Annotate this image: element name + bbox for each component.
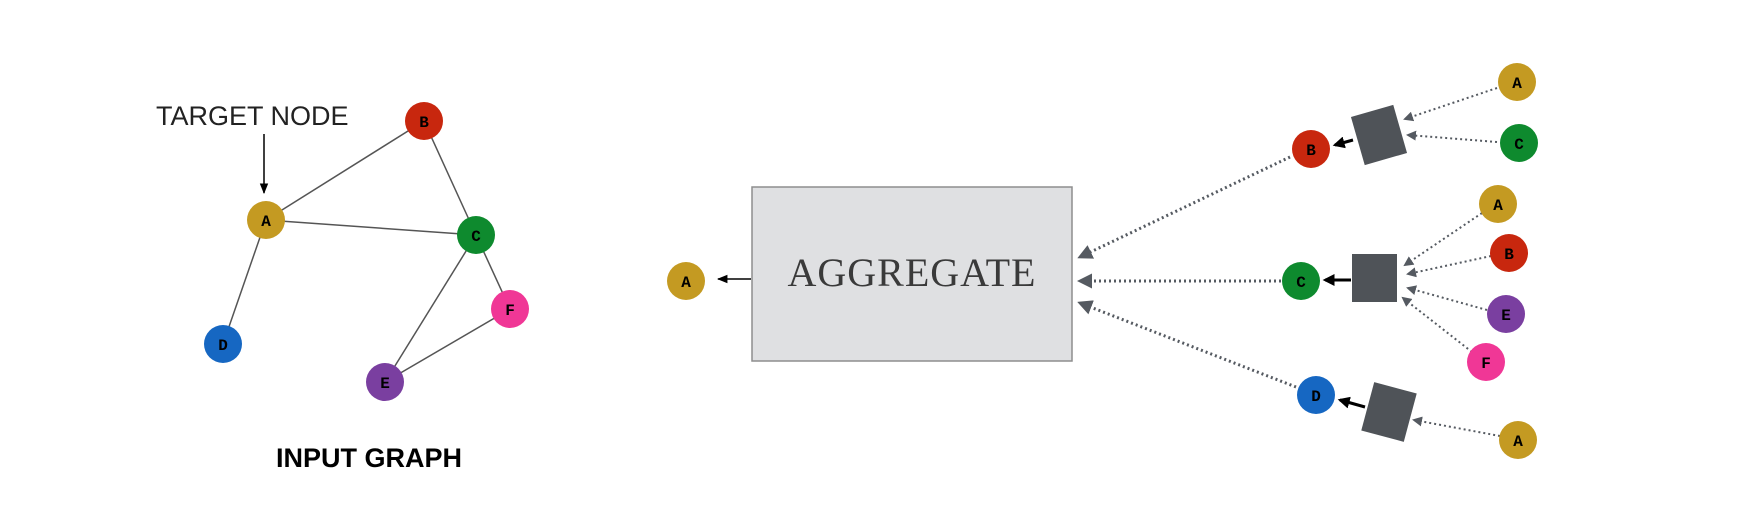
hop1-node-d: D <box>1297 376 1335 414</box>
graph-node-c-circle <box>457 216 495 254</box>
hop2-node-a-3-label: A <box>1513 433 1523 451</box>
solid-arrow-box-to-d <box>1337 396 1366 409</box>
input-graph-title: INPUT GRAPH <box>276 443 462 473</box>
hop2-node-b-2-label: B <box>1504 246 1514 264</box>
output-node-a-circle <box>667 262 705 300</box>
graph-node-a-label: A <box>261 213 271 231</box>
graph-node-b-circle <box>405 102 443 140</box>
solid-arrow-box-to-b <box>1332 136 1354 149</box>
dotted-arrow-b-to-box-c <box>1406 255 1492 278</box>
hop2-node-a-1-label: A <box>1512 75 1522 93</box>
graph-edge-e-f <box>384 308 511 383</box>
dotted-arrow-c-to-box-b <box>1406 130 1498 143</box>
aggregate-box <box>751 186 1073 362</box>
graph-edge-a-c <box>265 219 477 236</box>
hop1-node-c: C <box>1282 262 1320 300</box>
graph-node-d-circle <box>204 325 242 363</box>
hop2-node-a-2-circle <box>1479 185 1517 223</box>
hop2-node-b-2: B <box>1490 234 1528 272</box>
aggregate-label: AGGREGATE <box>788 250 1037 295</box>
dotted-arrow-a-to-box-b <box>1403 87 1498 122</box>
hop2-node-f-2-label: F <box>1481 355 1491 373</box>
hop2-node-f-2-circle <box>1467 343 1505 381</box>
hop1-node-d-circle <box>1297 376 1335 414</box>
graph-node-e-label: E <box>380 375 390 393</box>
output-node-a: A <box>667 262 705 300</box>
hop2-node-c-1-label: C <box>1514 136 1524 154</box>
hop2-node-a-3: A <box>1499 421 1537 459</box>
hop2-node-b-2-circle <box>1490 234 1528 272</box>
dotted-arrow-e-to-box-c <box>1406 285 1488 311</box>
graph-node-f-label: F <box>505 302 515 320</box>
aggregate-block: AGGREGATE A <box>667 186 1073 362</box>
graph-node-a-circle <box>247 201 285 239</box>
dotted-arrow-a-to-box-d <box>1412 416 1501 437</box>
graph-node-d: D <box>204 325 242 363</box>
graph-edge-b-c <box>423 120 477 236</box>
dotted-arrow-f-to-box-c <box>1401 296 1473 353</box>
hop1-node-b: B <box>1292 130 1330 168</box>
hop2-node-a-1-circle <box>1498 63 1536 101</box>
hop2-node-e-2-circle <box>1487 295 1525 333</box>
dotted-arrow-d-to-aggregate <box>1077 300 1297 389</box>
hop1-node-b-label: B <box>1306 142 1316 160</box>
graph-node-b: B <box>405 102 443 140</box>
hop1-node-b-circle <box>1292 130 1330 168</box>
graph-edge-a-d <box>222 219 267 345</box>
hop1-node-d-label: D <box>1311 388 1321 406</box>
hop1-node-c-label: C <box>1296 274 1306 292</box>
input-graph: A B C D E F TARGET NODE INPUT GRAPH <box>156 101 529 473</box>
graph-node-f-circle <box>491 290 529 328</box>
hop2-node-a-1: A <box>1498 63 1536 101</box>
graph-node-c: C <box>457 216 495 254</box>
dotted-arrow-b-to-aggregate <box>1077 155 1291 259</box>
hop2-node-a-2: A <box>1479 185 1517 223</box>
neighborhood-group-b: B A C <box>1077 63 1538 259</box>
hop2-node-e-2: E <box>1487 295 1525 333</box>
hop2-node-c-1: C <box>1500 124 1538 162</box>
neighborhood-group-d: D A <box>1077 300 1537 459</box>
neighborhood-group-c: C A B E F <box>1077 185 1528 381</box>
graph-node-c-label: C <box>471 228 481 246</box>
graph-node-a: A <box>247 201 285 239</box>
dotted-arrow-a-to-box-c <box>1403 212 1483 267</box>
nn-box-b <box>1350 104 1408 166</box>
graph-node-b-label: B <box>419 114 429 132</box>
hop1-node-c-circle <box>1282 262 1320 300</box>
graph-edge-a-b <box>265 120 425 221</box>
hop2-node-a-2-label: A <box>1493 197 1503 215</box>
hop2-node-a-3-circle <box>1499 421 1537 459</box>
graph-edge-c-e <box>384 234 477 383</box>
graph-node-e: E <box>366 363 404 401</box>
hop2-node-f-2: F <box>1467 343 1505 381</box>
graph-node-e-circle <box>366 363 404 401</box>
target-node-annotation: TARGET NODE <box>156 101 349 131</box>
hop2-node-c-1-circle <box>1500 124 1538 162</box>
output-node-a-label: A <box>681 274 691 292</box>
graph-node-f: F <box>491 290 529 328</box>
hop2-node-e-2-label: E <box>1501 307 1511 325</box>
nn-box-d <box>1361 382 1417 442</box>
nn-box-c <box>1352 254 1397 302</box>
graph-node-d-label: D <box>218 337 228 355</box>
